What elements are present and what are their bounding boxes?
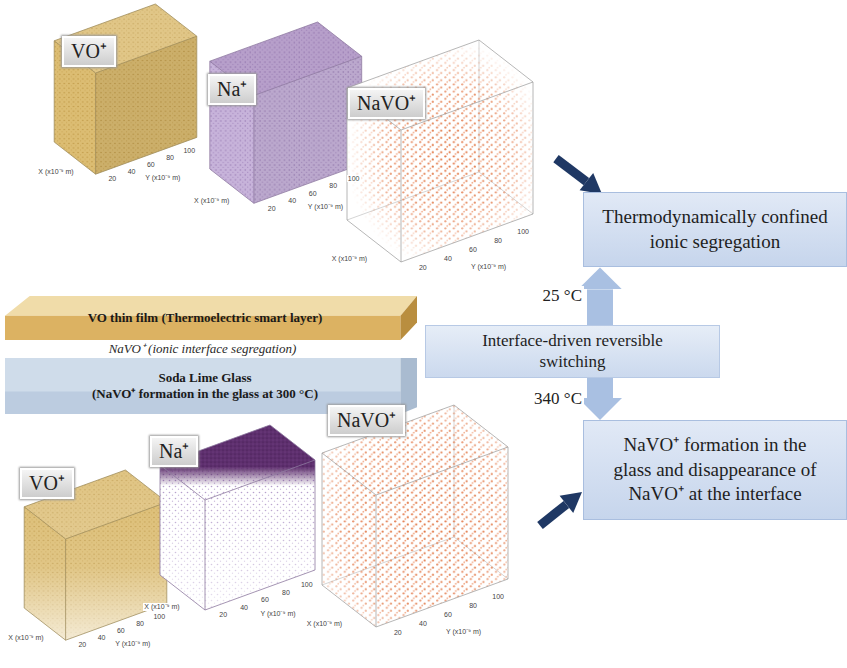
axis-title: X (x10⁻⁹ m) xyxy=(331,255,368,263)
slab-face xyxy=(401,296,417,340)
axis-tick: 60 xyxy=(468,246,478,254)
cube-edges xyxy=(347,40,533,262)
axis-tick: 100 xyxy=(300,581,314,589)
interface-band: NaVO⁺ (ionic interface segregation) xyxy=(5,340,400,358)
pointer-arrow xyxy=(556,159,602,194)
node-text: (NaVO⁺ formation in the glass at 300 °C) xyxy=(92,386,318,402)
axis-title: Y (x10⁻⁹ m) xyxy=(114,640,151,648)
arrow-head xyxy=(560,492,582,513)
pointer-arrow xyxy=(540,492,582,525)
axis-tick: 40 xyxy=(418,620,428,628)
result-box: NaVO⁺ formation in the glass and disappe… xyxy=(583,420,847,520)
node-text: NaVO⁺ xyxy=(357,92,416,115)
axis-tick: 60 xyxy=(308,190,318,198)
axis-tick: 60 xyxy=(443,611,453,619)
axis-tick: 80 xyxy=(468,602,478,610)
node-text: VO⁺ xyxy=(29,472,65,495)
cube-fill xyxy=(160,425,315,610)
transition-arrow xyxy=(587,378,613,399)
node-text: Thermodynamically confined ionic segrega… xyxy=(593,205,837,254)
cube-edges xyxy=(160,425,315,610)
axis-tick: 100 xyxy=(182,147,196,155)
node-text: VO thin film (Thermoelectric smart layer… xyxy=(88,310,323,326)
result-box: Thermodynamically confined ionic segrega… xyxy=(583,192,847,267)
apt-cube xyxy=(322,405,508,627)
node-text: Soda Lime Glass xyxy=(158,370,251,386)
axis-tick: 20 xyxy=(267,205,277,213)
axis-title: X (x10⁻⁹ m) xyxy=(143,603,180,611)
ion-label: Na⁺ xyxy=(150,436,198,467)
arrow-head xyxy=(580,173,602,194)
node-text: VO⁺ xyxy=(71,40,107,63)
cube-shade xyxy=(24,470,167,539)
node-text: NaVO⁺ formation in the glass and disappe… xyxy=(603,433,828,507)
axis-tick: 60 xyxy=(146,161,156,169)
axis-title: Y (x10⁻⁹ m) xyxy=(445,628,482,636)
axis-tick: 100 xyxy=(491,593,505,601)
cube-ground xyxy=(322,405,508,627)
axis-title: Y (x10⁻⁹ m) xyxy=(144,174,181,182)
axis-tick: 100 xyxy=(347,175,361,183)
axis-tick: 100 xyxy=(516,228,530,236)
transition-arrow xyxy=(587,289,613,325)
cube-fill xyxy=(210,22,362,203)
axis-tick: 40 xyxy=(127,168,137,176)
axis-tick: 80 xyxy=(165,154,175,162)
arrow-shaft xyxy=(556,159,586,182)
cube-ground xyxy=(347,40,533,262)
cube-shade xyxy=(254,56,362,203)
axis-tick: 40 xyxy=(287,197,297,205)
axis-tick: 20 xyxy=(393,629,403,637)
cube-fill xyxy=(54,4,197,174)
axis-tick: 80 xyxy=(328,182,338,190)
ion-label: VO⁺ xyxy=(20,468,74,499)
temperature-label: 340 °C xyxy=(532,389,584,409)
arrow-shaft xyxy=(540,504,566,525)
temperature-label: 25 °C xyxy=(541,286,584,306)
axis-tick: 80 xyxy=(493,237,503,245)
axis-title: Y (x10⁻⁹ m) xyxy=(259,610,296,618)
apt-cube xyxy=(160,425,315,610)
apt-cube xyxy=(54,4,197,174)
axis-tick: 20 xyxy=(107,175,117,183)
film-layer: VO thin film (Thermoelectric smart layer… xyxy=(5,296,417,340)
axis-tick: 40 xyxy=(97,634,107,642)
node-text: NaVO⁺ (ionic interface segregation) xyxy=(109,341,297,357)
axis-title: X (x10⁻⁹ m) xyxy=(193,197,230,205)
cube-fill xyxy=(347,40,533,262)
node-text: NaVO⁺ xyxy=(337,409,396,432)
axis-title: X (x10⁻⁹ m) xyxy=(306,620,343,628)
axis-tick: 40 xyxy=(239,604,249,612)
ion-label: NaVO⁺ xyxy=(328,405,405,436)
axis-tick: 60 xyxy=(116,627,126,635)
ion-label: NaVO⁺ xyxy=(348,88,425,119)
apt-cube xyxy=(347,40,533,262)
node-text: Interface-driven reversible switching xyxy=(478,330,668,373)
axis-title: Y (x10⁻⁹ m) xyxy=(470,263,507,271)
ion-label: VO⁺ xyxy=(62,36,116,67)
node-text: Na⁺ xyxy=(217,78,247,101)
axis-tick: 20 xyxy=(418,264,428,272)
cube-edges xyxy=(210,22,362,203)
axis-tick: 60 xyxy=(260,596,270,604)
ion-label: Na⁺ xyxy=(208,74,256,105)
cube-fill xyxy=(160,425,315,610)
cube-fill xyxy=(322,405,508,627)
cube-ground xyxy=(160,425,315,610)
axis-tick: 40 xyxy=(443,255,453,263)
axis-title: X (x10⁻⁹ m) xyxy=(37,168,74,176)
cube-edges xyxy=(322,405,508,627)
axis-tick: 80 xyxy=(135,620,145,628)
node-text: Na⁺ xyxy=(159,440,189,463)
axis-tick: 20 xyxy=(77,641,87,649)
switching-box: Interface-driven reversible switching xyxy=(425,325,720,378)
cube-edges xyxy=(54,4,197,174)
axis-tick: 100 xyxy=(152,613,166,621)
apt-cube xyxy=(210,22,362,203)
axis-tick: 80 xyxy=(281,589,291,597)
axis-tick: 20 xyxy=(218,611,228,619)
axis-title: Y (x10⁻⁹ m) xyxy=(307,203,344,211)
axis-title: X (x10⁻⁹ m) xyxy=(7,634,44,642)
